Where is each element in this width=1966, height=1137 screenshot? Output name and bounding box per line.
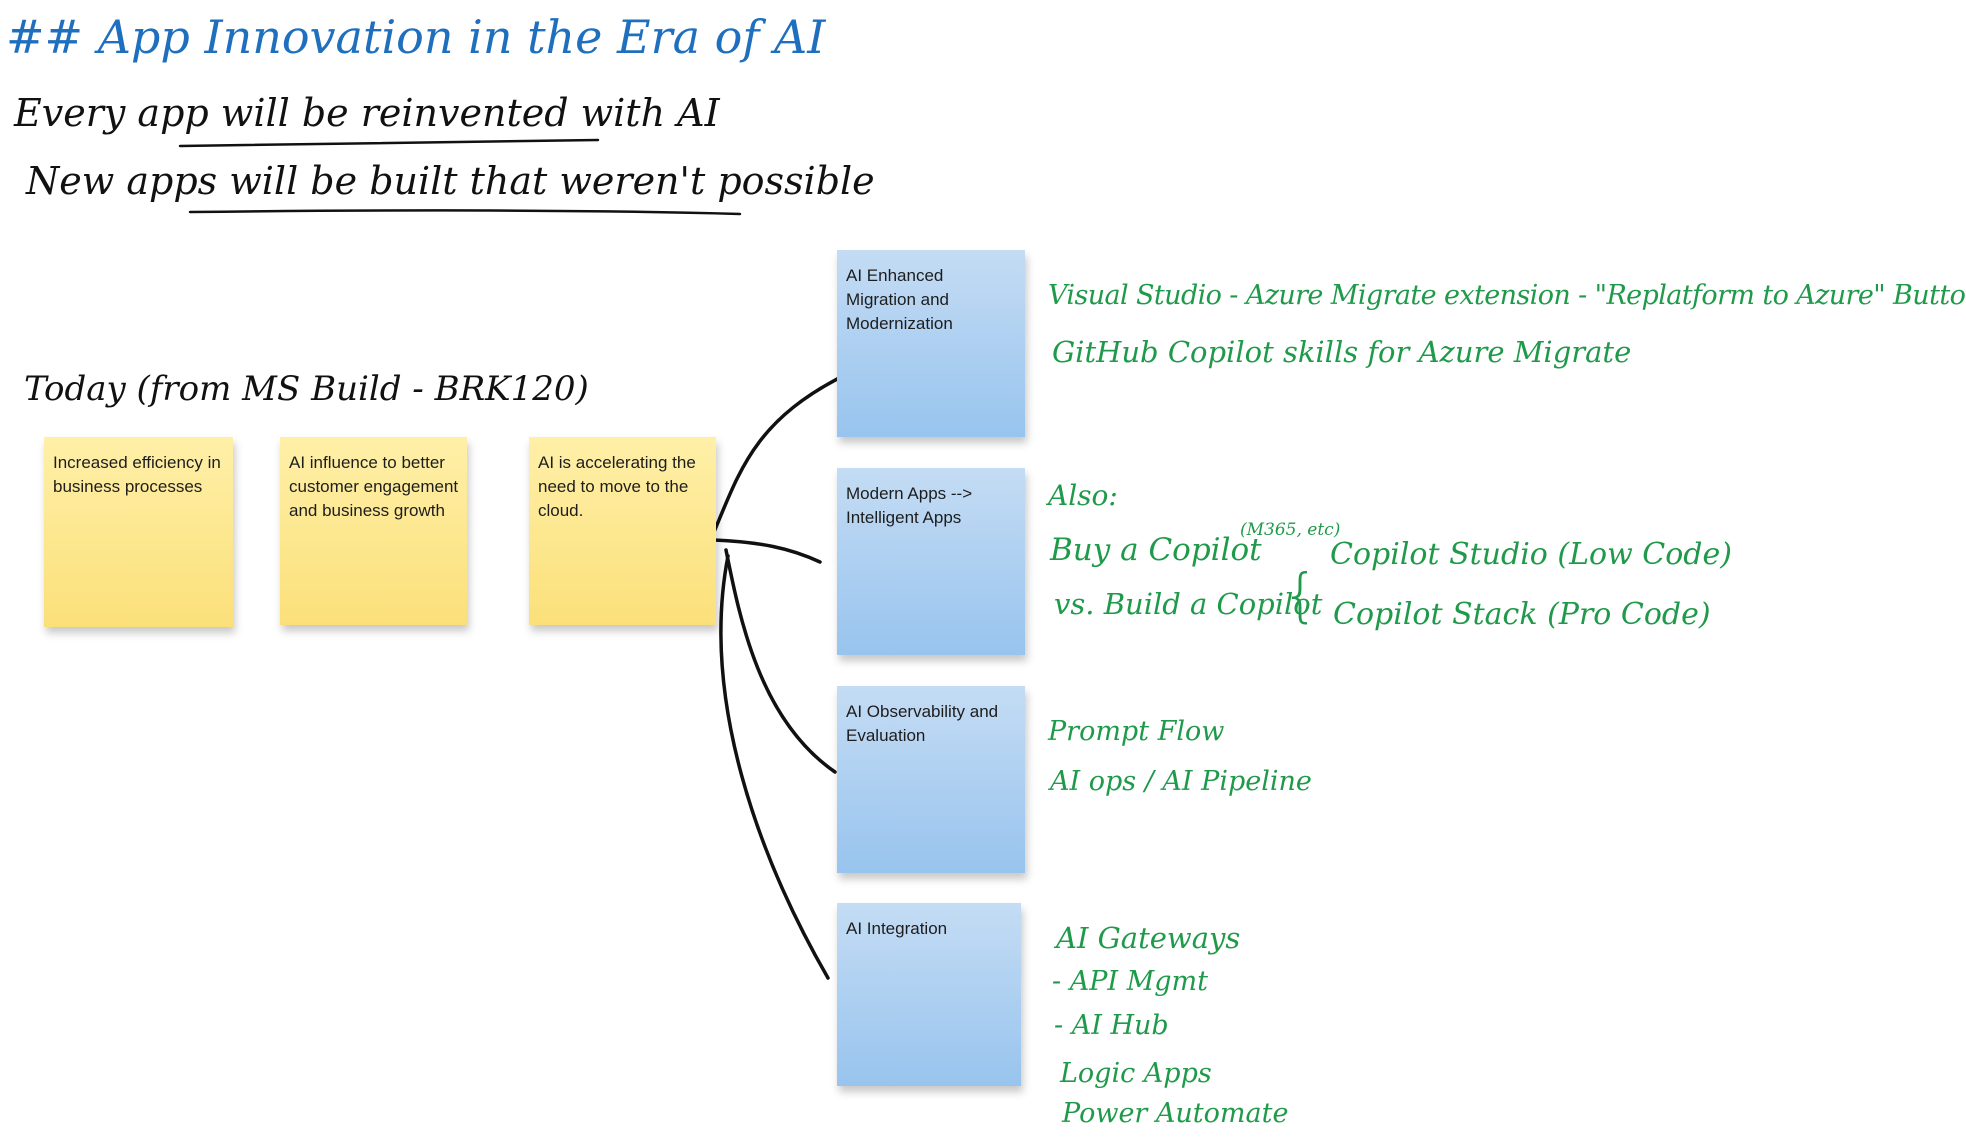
sticky-note-text: AI Enhanced Migration and Modernization	[846, 266, 953, 333]
sticky-note-cloud[interactable]: AI is accelerating the need to move to t…	[529, 437, 716, 625]
annotation-ai-gateways: AI Gateways	[1056, 921, 1241, 955]
annotation-vs-build: vs. Build a Copilot	[1054, 587, 1323, 621]
annotation-visual-studio: Visual Studio - Azure Migrate extension …	[1048, 280, 1966, 311]
annotation-also: Also:	[1048, 479, 1118, 512]
annotation-copilot-studio: Copilot Studio (Low Code)	[1330, 537, 1732, 572]
heading-title: ## App Innovation in the Era of AI	[6, 10, 826, 64]
annotation-ai-hub: - AI Hub	[1054, 1010, 1169, 1041]
today-label: Today (from MS Build - BRK120)	[24, 369, 589, 409]
sticky-note-integration[interactable]: AI Integration	[837, 903, 1021, 1086]
connector-to-integration	[719, 554, 830, 980]
sticky-note-customer-engagement[interactable]: AI influence to better customer engageme…	[280, 437, 467, 625]
sticky-note-text: AI Observability and Evaluation	[846, 702, 999, 745]
heading-line1: Every app will be reinvented with AI	[14, 91, 720, 135]
annotation-buy-copilot: Buy a Copilot	[1050, 532, 1262, 568]
sticky-note-text: AI is accelerating the need to move to t…	[538, 453, 696, 520]
sticky-note-text: Modern Apps --> Intelligent Apps	[846, 484, 973, 527]
annotation-buy-note: (M365, etc)	[1240, 520, 1341, 540]
annotation-ai-ops: AI ops / AI Pipeline	[1050, 766, 1312, 797]
annotation-logic-apps: Logic Apps	[1060, 1058, 1212, 1089]
heading-line2: New apps will be built that weren't poss…	[26, 159, 875, 203]
annotation-api-mgmt: - API Mgmt	[1052, 966, 1209, 997]
annotation-copilot-stack: Copilot Stack (Pro Code)	[1333, 597, 1711, 632]
annotation-github-copilot: GitHub Copilot skills for Azure Migrate	[1052, 335, 1632, 369]
sticky-note-text: AI influence to better customer engageme…	[289, 453, 459, 520]
sticky-note-efficiency[interactable]: Increased efficiency in business process…	[44, 437, 233, 627]
sticky-note-text: Increased efficiency in business process…	[53, 453, 221, 496]
sticky-note-text: AI Integration	[846, 919, 948, 938]
underline-line1	[178, 138, 600, 148]
annotation-prompt-flow: Prompt Flow	[1048, 716, 1225, 747]
connector-to-intelligent	[712, 538, 822, 564]
underline-line2	[188, 209, 742, 216]
connector-to-observability	[724, 548, 837, 774]
sticky-note-observability[interactable]: AI Observability and Evaluation	[837, 686, 1025, 873]
sticky-note-migration[interactable]: AI Enhanced Migration and Modernization	[837, 250, 1025, 437]
annotation-power-automate: Power Automate	[1062, 1098, 1289, 1129]
annotation-brace: {	[1282, 561, 1319, 629]
connector-to-migration	[712, 373, 847, 534]
sticky-note-intelligent-apps[interactable]: Modern Apps --> Intelligent Apps	[837, 468, 1025, 655]
